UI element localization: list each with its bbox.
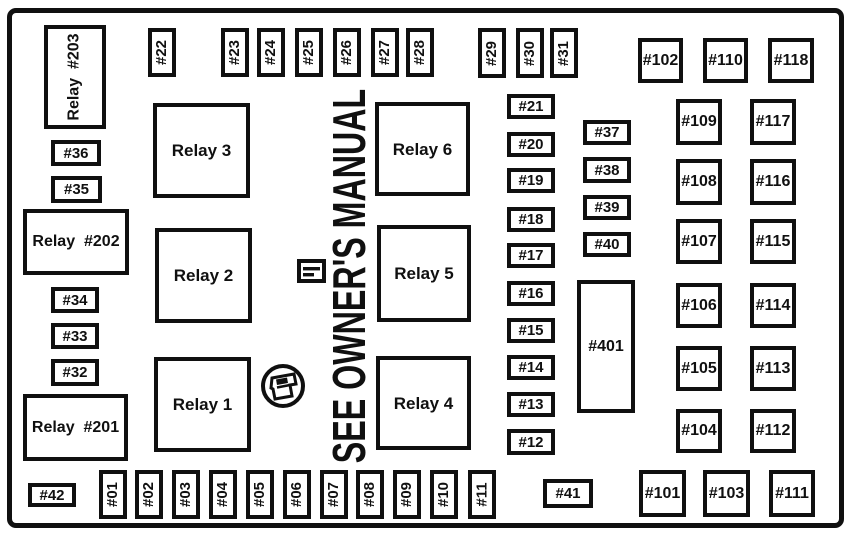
relay-5: Relay 5 — [377, 225, 471, 322]
fuse-114: #114 — [750, 283, 796, 328]
fuse-07-label: #07 — [325, 481, 343, 508]
fuse-116: #116 — [750, 159, 796, 205]
fuse-25-label: #25 — [300, 39, 318, 66]
fuse-31-label: #31 — [555, 40, 573, 66]
fuse-101: #101 — [639, 470, 686, 517]
relay-203-label: Relay #203 — [66, 33, 83, 121]
relay-2: Relay 2 — [155, 228, 252, 323]
fuse-108: #108 — [676, 159, 722, 205]
fuse-102: #102 — [638, 38, 683, 83]
fuse-13: #13 — [507, 392, 555, 417]
fuse-103: #103 — [703, 470, 750, 517]
fuse-12: #12 — [507, 429, 555, 455]
fuse-04-label: #04 — [214, 481, 232, 508]
fuse-03: #03 — [172, 470, 200, 519]
fuse-27-label: #27 — [376, 39, 394, 66]
fuse-02-label: #02 — [140, 481, 158, 508]
fuse-25: #25 — [295, 28, 323, 77]
fuse-09: #09 — [393, 470, 421, 519]
fuse-38: #38 — [583, 157, 631, 183]
fuse-05-label: #05 — [251, 481, 269, 508]
fuse-04: #04 — [209, 470, 237, 519]
fuse-42: #42 — [28, 483, 76, 507]
fuse-33: #33 — [51, 323, 99, 349]
fuse-36: #36 — [51, 140, 101, 166]
diagram-border — [7, 8, 844, 528]
fuse-06-label: #06 — [288, 481, 306, 508]
fuse-23-label: #23 — [226, 39, 244, 66]
fuse-24-label: #24 — [262, 39, 280, 66]
fuse-18: #18 — [507, 207, 555, 232]
fuse-09-label: #09 — [398, 481, 416, 508]
fuse-01: #01 — [99, 470, 127, 519]
fuse-26-label: #26 — [338, 39, 356, 66]
fuse-115: #115 — [750, 219, 796, 264]
fuse-30: #30 — [516, 28, 544, 78]
fuse-19: #19 — [507, 168, 555, 193]
fuse-26: #26 — [333, 28, 361, 77]
relay-4: Relay 4 — [376, 356, 471, 450]
fuse-01-label: #01 — [104, 481, 122, 508]
relay-6: Relay 6 — [375, 102, 470, 196]
fuse-113: #113 — [750, 346, 796, 391]
fuse-14: #14 — [507, 355, 555, 380]
fuse-104: #104 — [676, 409, 722, 453]
fuse-39: #39 — [583, 195, 631, 220]
fuse-15: #15 — [507, 318, 555, 343]
fuse-29: #29 — [478, 28, 506, 78]
fuse-23: #23 — [221, 28, 249, 77]
fuse-08-label: #08 — [361, 481, 379, 508]
fuse-11-label: #11 — [473, 482, 491, 507]
fuse-05: #05 — [246, 470, 274, 519]
relay-1: Relay 1 — [154, 357, 251, 452]
fuse-17: #17 — [507, 243, 555, 268]
fuse-107: #107 — [676, 219, 722, 264]
fuse-29-label: #29 — [483, 40, 501, 66]
fuse-110: #110 — [703, 38, 748, 83]
fuse-112: #112 — [750, 409, 796, 453]
fuse-34: #34 — [51, 287, 99, 313]
fuse-27: #27 — [371, 28, 399, 77]
fuse-21: #21 — [507, 94, 555, 119]
fuse-32: #32 — [51, 359, 99, 386]
fuse-16: #16 — [507, 281, 555, 306]
fuse-10-label: #10 — [435, 481, 453, 508]
fuse-22-label: #22 — [153, 39, 171, 66]
fuse-41: #41 — [543, 479, 593, 508]
fuse-07: #07 — [320, 470, 348, 519]
fuse-401: #401 — [577, 280, 635, 413]
fuse-20: #20 — [507, 132, 555, 157]
fuse-28-label: #28 — [411, 39, 429, 66]
fuse-118: #118 — [768, 38, 814, 83]
fuse-28: #28 — [406, 28, 434, 77]
fuse-02: #02 — [135, 470, 163, 519]
fuse-24: #24 — [257, 28, 285, 77]
fuse-111: #111 — [769, 470, 815, 517]
fuse-37: #37 — [583, 120, 631, 145]
fuse-109: #109 — [676, 99, 722, 145]
fuse-22: #22 — [148, 28, 176, 77]
circled-connector-icon — [261, 364, 305, 408]
fuse-08: #08 — [356, 470, 384, 519]
relay-203: Relay #203 — [44, 25, 106, 129]
fuse-symbol-icon — [297, 259, 326, 283]
relay-201: Relay #201 — [23, 394, 128, 461]
relay-3: Relay 3 — [153, 103, 250, 198]
fuse-105: #105 — [676, 346, 722, 391]
fuse-10: #10 — [430, 470, 458, 519]
relay-202: Relay #202 — [23, 209, 129, 275]
fuse-30-label: #30 — [521, 40, 539, 66]
fuse-117: #117 — [750, 99, 796, 145]
fuse-11: #11 — [468, 470, 496, 519]
fuse-03-label: #03 — [177, 481, 195, 508]
fuse-40: #40 — [583, 232, 631, 257]
center-note: SEE OWNER'S MANUAL — [323, 88, 375, 464]
fuse-06: #06 — [283, 470, 311, 519]
fuse-35: #35 — [51, 176, 102, 203]
fuse-31: #31 — [550, 28, 578, 78]
fuse-106: #106 — [676, 283, 722, 328]
